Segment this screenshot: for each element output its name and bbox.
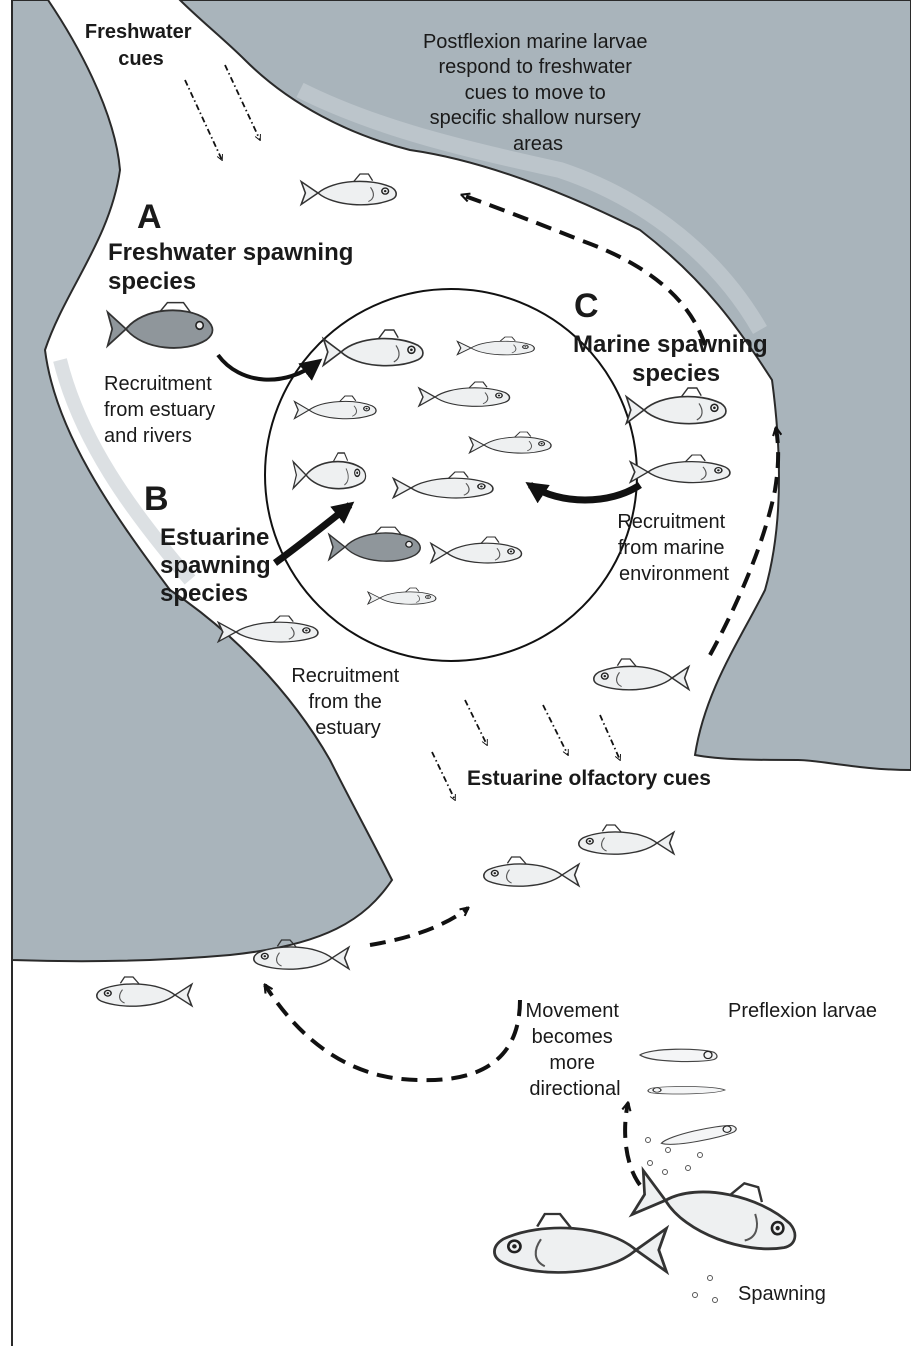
letter-a: A [137, 198, 162, 236]
spawning-label: Spawning [738, 1283, 826, 1305]
preflexion-label: Preflexion larvae [728, 1000, 877, 1022]
recruitment-marine-label: Recruitment from marine environment [617, 511, 730, 585]
olfactory-cues-label: Estuarine olfactory cues [467, 767, 711, 790]
letter-b: B [144, 480, 169, 518]
letter-c: C [574, 287, 599, 325]
